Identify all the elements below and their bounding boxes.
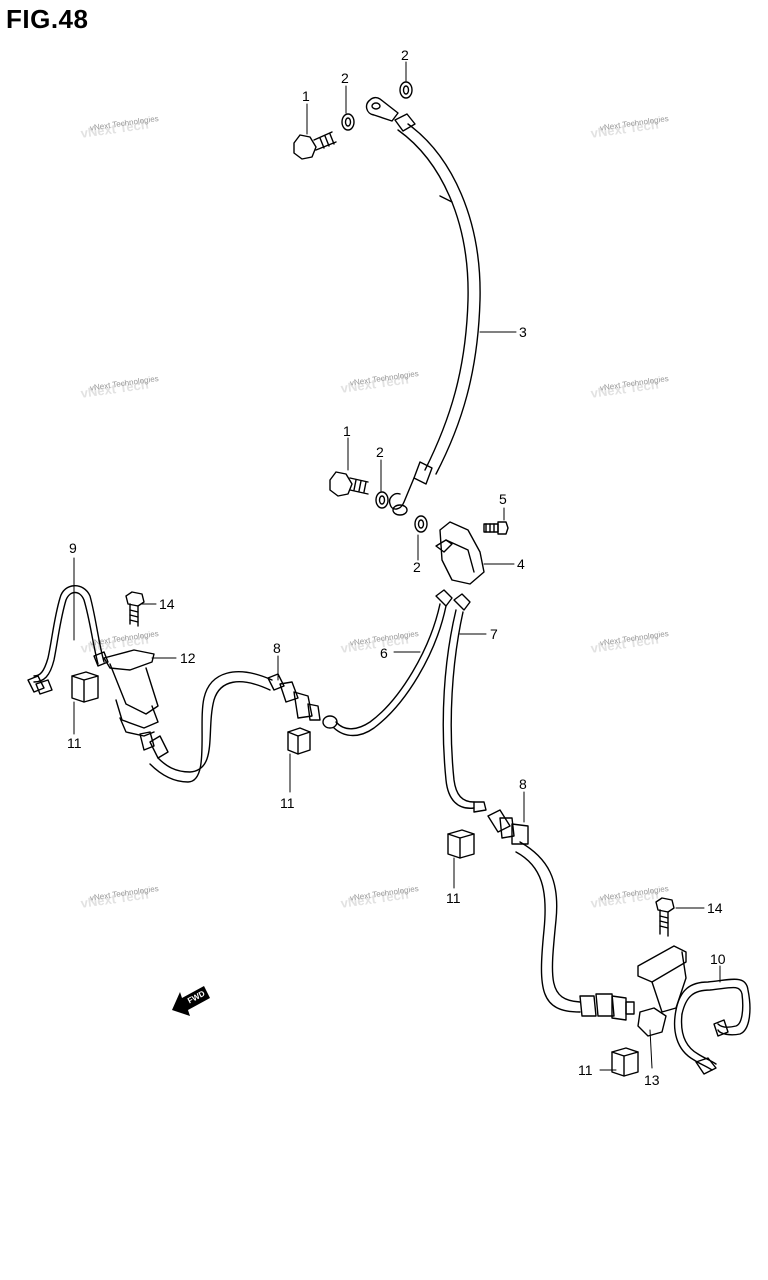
callout-2: 2 <box>341 70 349 86</box>
washer <box>375 491 389 509</box>
callout-7: 7 <box>490 626 498 642</box>
callout-3: 3 <box>519 324 527 340</box>
washer <box>399 81 413 99</box>
bracket-bolt-right <box>655 897 675 937</box>
callout-6: 6 <box>380 645 388 661</box>
callout-8: 8 <box>273 640 281 656</box>
washer <box>341 113 355 131</box>
callout-11: 11 <box>280 795 295 811</box>
callout-4: 4 <box>517 556 525 572</box>
forward-arrow-icon: FWD <box>172 986 210 1016</box>
hose-clip <box>447 829 475 859</box>
hose-bracket-left <box>103 649 159 737</box>
callout-2: 2 <box>413 559 421 575</box>
callout-10: 10 <box>710 951 726 967</box>
brake-hose-upper <box>365 96 481 516</box>
washer <box>414 515 428 533</box>
brake-hose-left <box>139 671 321 783</box>
brake-pipe-10 <box>673 978 751 1075</box>
brake-pipe-7 <box>442 593 487 813</box>
hose-clip <box>611 1047 639 1077</box>
callout-5: 5 <box>499 491 507 507</box>
callout-8: 8 <box>519 776 527 792</box>
hose-bracket-right <box>637 945 687 1037</box>
callout-2: 2 <box>376 444 384 460</box>
callout-14: 14 <box>159 596 175 612</box>
callout-1: 1 <box>302 88 310 104</box>
joint-bolt <box>483 521 509 535</box>
brake-pipe-6 <box>322 589 453 737</box>
callout-11: 11 <box>446 890 461 906</box>
brake-joint <box>435 521 485 585</box>
callout-1: 1 <box>343 423 351 439</box>
callout-11: 11 <box>67 735 82 751</box>
callout-11: 11 <box>578 1062 593 1078</box>
callout-13: 13 <box>644 1072 660 1088</box>
hose-clip <box>287 727 311 755</box>
callout-2: 2 <box>401 47 409 63</box>
banjo-bolt-top <box>293 131 337 160</box>
callout-labels: 1 2 2 3 1 2 2 5 4 9 14 12 8 6 7 11 11 8 … <box>67 47 726 1088</box>
callout-9: 9 <box>69 540 77 556</box>
leader-lines <box>73 61 721 1071</box>
banjo-bolt-middle <box>329 471 369 497</box>
brake-hose-right <box>487 809 635 1021</box>
figure-title: FIG.48 <box>6 4 89 34</box>
callout-12: 12 <box>180 650 196 666</box>
hose-clip <box>71 671 99 703</box>
callout-14: 14 <box>707 900 723 916</box>
bracket-bolt-left <box>125 591 145 627</box>
brake-pipe-9 <box>27 585 109 695</box>
